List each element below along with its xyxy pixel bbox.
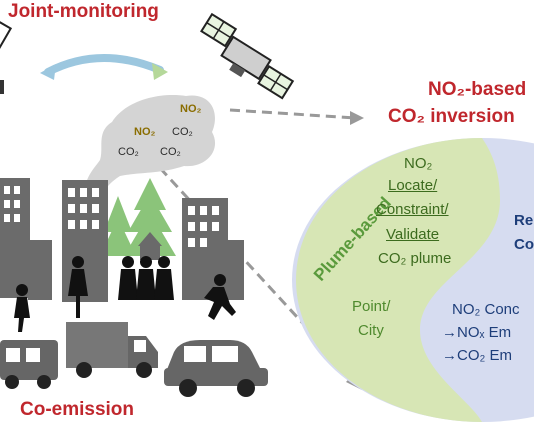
yin-yang-panel (292, 138, 534, 422)
tree-icon (100, 178, 176, 256)
exchange-arrow-icon (40, 54, 168, 80)
arrow-dashed-icon (229, 108, 364, 125)
title-co2-inversion: CO₂ inversion (388, 106, 515, 127)
gas-label: NO₂ (180, 103, 202, 115)
nox-em-label: →NOₓ Em (442, 324, 512, 341)
truck-icon (66, 322, 158, 378)
satellite-left-icon (0, 20, 13, 94)
validate-label: Validate (386, 226, 440, 243)
satellite-icon (200, 12, 295, 100)
point-label: Point/ (352, 298, 391, 315)
gas-label: NO₂ (134, 126, 156, 138)
co2-plume-label: CO₂ plume (378, 250, 452, 267)
constraint-label: Constraint/ (376, 201, 449, 218)
regional-label-fragment: Re (514, 212, 534, 229)
country-label-fragment: Co (514, 236, 534, 253)
city-label: City (358, 322, 384, 339)
title-co-emission: Co-emission (20, 399, 135, 420)
locate-label: Locate/ (388, 177, 438, 194)
building-windows (4, 186, 219, 247)
smoke-plume-icon (84, 95, 216, 205)
gas-label: CO₂ (118, 146, 139, 158)
gas-label: CO₂ (172, 126, 193, 138)
gas-label: CO₂ (160, 146, 181, 158)
person-icon (14, 256, 236, 332)
bus-icon (0, 340, 58, 389)
no2-label: NO₂ (404, 155, 433, 172)
car-icon (164, 340, 268, 397)
title-joint-monitoring: Joint-monitoring (8, 1, 159, 22)
title-no2-based: NO₂-based (428, 79, 527, 100)
no2-conc-label: NO₂ Conc (452, 301, 520, 318)
co2-em-label: →CO₂ Em (442, 347, 512, 364)
